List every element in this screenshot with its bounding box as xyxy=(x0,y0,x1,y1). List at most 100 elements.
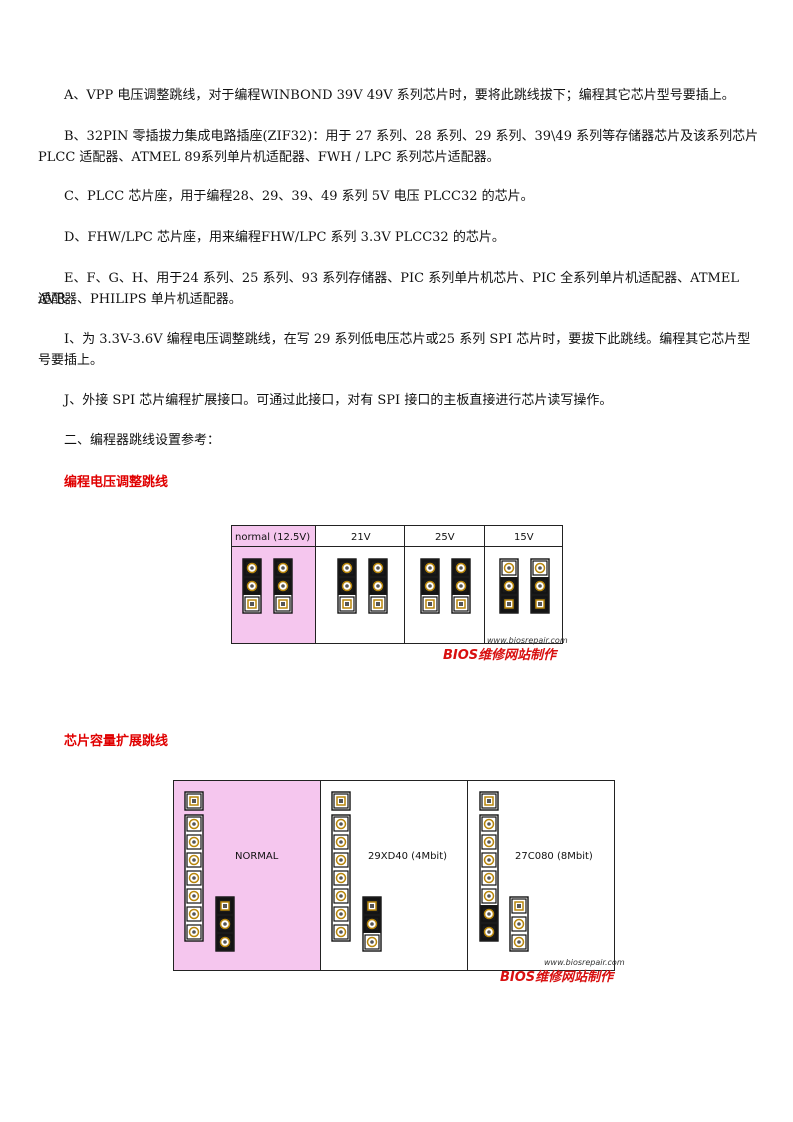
pin xyxy=(217,898,233,914)
pin xyxy=(186,793,202,809)
pin-header xyxy=(215,896,235,952)
pin xyxy=(453,596,469,612)
pin xyxy=(370,596,386,612)
pin-header xyxy=(420,558,440,614)
pin xyxy=(333,888,349,904)
pin xyxy=(481,816,497,832)
col-21v-label: 21V xyxy=(351,532,371,543)
watermark-2: www.biosrepair.com BIOS维修网站制作 xyxy=(500,958,625,985)
pin xyxy=(217,934,233,950)
col-25v-label: 25V xyxy=(435,532,455,543)
label-29xd40: 29XD40 (4Mbit) xyxy=(368,851,447,862)
pin-header xyxy=(499,558,519,614)
pin xyxy=(481,793,497,809)
paragraph-i-line2: 号要插上。 xyxy=(38,353,104,368)
pin-header xyxy=(273,558,293,614)
pin xyxy=(364,934,380,950)
pin-header xyxy=(331,814,351,942)
pin xyxy=(186,852,202,868)
pin-header xyxy=(479,791,499,811)
pin xyxy=(370,560,386,576)
paragraph-e-line1: E、F、G、H、用于24 系列、25 系列、93 系列存储器、PIC 系列单片机… xyxy=(38,271,739,307)
pin xyxy=(481,852,497,868)
pin xyxy=(339,578,355,594)
pin xyxy=(501,560,517,576)
pin xyxy=(511,916,527,932)
pin-header xyxy=(479,814,499,942)
pin-header xyxy=(242,558,262,614)
capacity-pins xyxy=(184,791,529,952)
paragraph-i-line1: I、为 3.3V-3.6V 编程电压调整跳线，在写 29 系列低电压芯片或25 … xyxy=(64,332,751,347)
pin xyxy=(511,898,527,914)
pin xyxy=(186,834,202,850)
paragraph-b-line2: PLCC 适配器、ATMEL 89系列单片机适配器、FWH / LPC 系列芯片… xyxy=(38,150,500,165)
pin xyxy=(453,578,469,594)
pin xyxy=(481,870,497,886)
watermark-url: www.biosrepair.com xyxy=(544,958,625,967)
paragraph-j: J、外接 SPI 芯片编程扩展接口。可通过此接口，对有 SPI 接口的主板直接进… xyxy=(64,393,613,408)
pin xyxy=(333,793,349,809)
watermark-brand: BIOS维修网站制作 xyxy=(443,648,557,663)
watermark-url: www.biosrepair.com xyxy=(487,636,568,645)
col-normal-label: normal (12.5V) xyxy=(235,532,310,543)
pin xyxy=(339,596,355,612)
pin xyxy=(186,816,202,832)
jumper-pins xyxy=(242,558,550,614)
capacity-jumper-diagram: NORMAL 29XD40 (4Mbit) 27C080 (8Mbit) xyxy=(173,780,615,971)
watermark-brand: BIOS维修网站制作 xyxy=(500,970,614,985)
pin xyxy=(532,578,548,594)
label-normal: NORMAL xyxy=(235,851,279,862)
pin xyxy=(481,834,497,850)
pin xyxy=(186,870,202,886)
pin xyxy=(532,560,548,576)
pin xyxy=(370,578,386,594)
pin-header xyxy=(530,558,550,614)
pin xyxy=(217,916,233,932)
pin xyxy=(333,870,349,886)
pin-header xyxy=(331,791,351,811)
pin xyxy=(333,906,349,922)
paragraph-b-line1: B、32PIN 零插拔力集成电路插座(ZIF32)：用于 27 系列、28 系列… xyxy=(64,129,759,144)
pin xyxy=(422,560,438,576)
paragraph-e-line2: 适配器、PHILIPS 单片机适配器。 xyxy=(38,292,242,307)
pin xyxy=(481,888,497,904)
pin xyxy=(339,560,355,576)
pin xyxy=(532,596,548,612)
label-27c080: 27C080 (8Mbit) xyxy=(515,851,593,862)
pin xyxy=(453,560,469,576)
paragraph-d: D、FHW/LPC 芯片座，用来编程FHW/LPC 系列 3.3V PLCC32… xyxy=(64,230,505,245)
pin xyxy=(364,898,380,914)
pin xyxy=(275,578,291,594)
pin-header xyxy=(368,558,388,614)
pin xyxy=(186,924,202,940)
section-two-title: 二、编程器跳线设置参考： xyxy=(64,433,221,448)
pin xyxy=(275,596,291,612)
pin xyxy=(244,578,260,594)
pin xyxy=(244,560,260,576)
pin xyxy=(481,906,497,922)
pin xyxy=(186,888,202,904)
pin xyxy=(422,596,438,612)
paragraph-a: A、VPP 电压调整跳线，对于编程WINBOND 39V 49V 系列芯片时，要… xyxy=(64,88,735,103)
pin-header xyxy=(362,896,382,952)
pin-header xyxy=(184,814,204,942)
watermark-1: www.biosrepair.com BIOS维修网站制作 xyxy=(443,636,568,663)
pin xyxy=(244,596,260,612)
pin xyxy=(333,834,349,850)
pin-header xyxy=(509,896,529,952)
pin-header xyxy=(451,558,471,614)
pin xyxy=(422,578,438,594)
vpp-jumper-diagram: normal (12.5V) 21V 25V 15V xyxy=(231,525,563,644)
heading-vpp-jumper: 编程电压调整跳线 xyxy=(64,475,169,490)
pin xyxy=(333,924,349,940)
col-15v-label: 15V xyxy=(514,532,534,543)
pin xyxy=(333,852,349,868)
heading-capacity-jumper: 芯片容量扩展跳线 xyxy=(64,734,169,749)
pin xyxy=(333,816,349,832)
pin xyxy=(364,916,380,932)
pin xyxy=(501,578,517,594)
pin-header xyxy=(184,791,204,811)
pin xyxy=(186,906,202,922)
pin xyxy=(481,924,497,940)
paragraph-c: C、PLCC 芯片座，用于编程28、29、39、49 系列 5V 电压 PLCC… xyxy=(64,189,534,204)
